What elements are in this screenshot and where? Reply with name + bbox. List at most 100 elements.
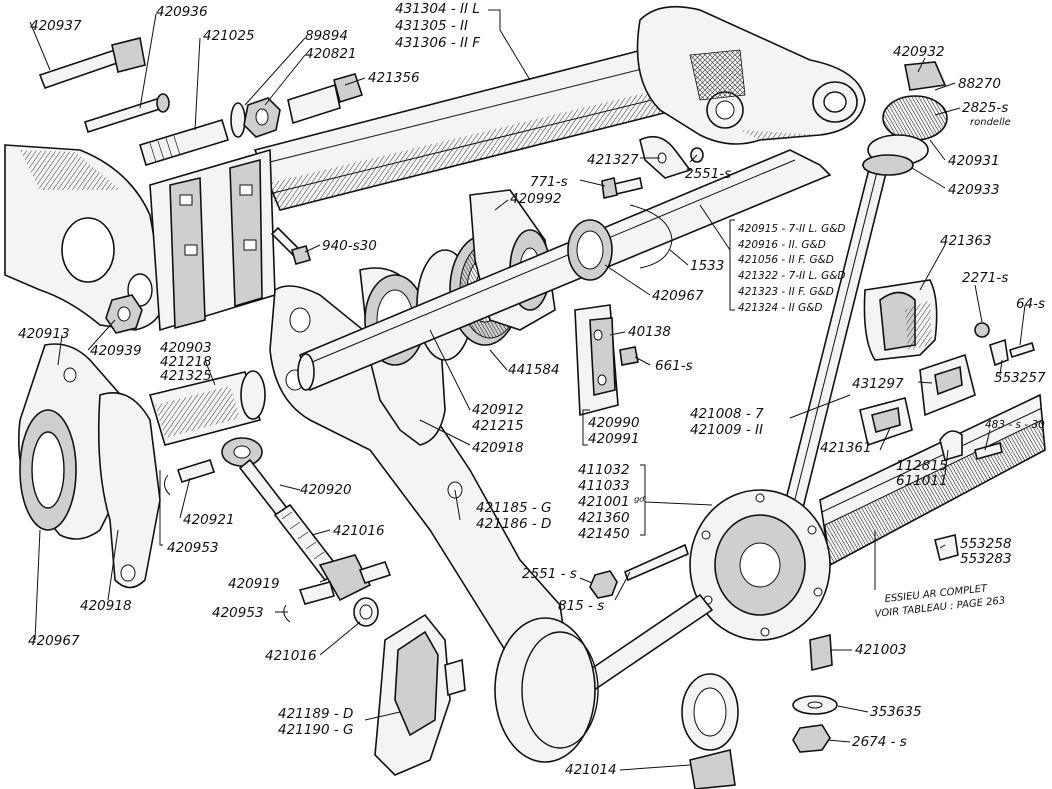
washer-353635 xyxy=(792,695,838,715)
label-421361: 421361 xyxy=(820,440,872,456)
label-421190: 421190 - G xyxy=(278,722,353,738)
hub-flange-411032 xyxy=(689,489,831,641)
label-420918-b: 420918 xyxy=(80,598,132,614)
label-420937: 420937 xyxy=(30,18,82,34)
label-421325: 421325 xyxy=(160,368,212,384)
label-771-s: 771-s xyxy=(530,174,568,190)
label-420915: 420915 - 7-II L. G&D xyxy=(738,223,845,235)
label-2271-s: 2271-s xyxy=(962,270,1008,286)
label-420936: 420936 xyxy=(156,4,208,20)
label-420920: 420920 xyxy=(300,482,352,498)
chassis-frame-left xyxy=(4,144,166,331)
label-421025: 421025 xyxy=(203,28,255,44)
label-420953-a: 420953 xyxy=(167,540,219,556)
label-421215: 421215 xyxy=(472,418,524,434)
bolt-940-s30 xyxy=(270,226,311,265)
label-2674-s: 2674 - s xyxy=(852,734,907,750)
bracket-421361 xyxy=(859,397,913,447)
label-1533: 1533 xyxy=(690,258,724,274)
bolt-420936 xyxy=(84,93,170,134)
seal-ring-420967 xyxy=(567,219,613,281)
label-112815: 112815 xyxy=(896,458,948,474)
bump-stop-421363 xyxy=(863,279,938,361)
steering-arm-420918-left xyxy=(97,391,161,589)
label-421003: 421003 xyxy=(855,642,907,658)
nut-2271-s xyxy=(974,322,990,338)
label-421218: 421218 xyxy=(160,354,212,370)
label-940-s30: 940-s30 xyxy=(322,238,377,254)
shock-top-mount xyxy=(862,61,948,176)
clip-553258 xyxy=(934,534,959,561)
nut-420939 xyxy=(105,294,143,334)
label-815-s: 815 - s xyxy=(558,598,604,614)
label-421056: 421056 - II F. G&D xyxy=(738,254,834,266)
label-421360: 421360 xyxy=(578,510,630,526)
label-483-s-30: 483 - s - 30 xyxy=(985,419,1045,431)
label-420953-b: 420953 xyxy=(212,605,264,621)
label-2825-s: 2825-s xyxy=(962,100,1008,116)
stud-421025 xyxy=(139,119,229,166)
label-421324: 421324 - II G&D xyxy=(738,302,823,314)
label-441584: 441584 xyxy=(508,362,560,378)
label-rondelle: rondelle xyxy=(970,117,1011,128)
clip-553257 xyxy=(989,338,1009,367)
brake-boot xyxy=(681,673,739,789)
label-420990: 420990 xyxy=(588,415,640,431)
clip-420953-b xyxy=(283,604,291,623)
lock-plate-421327 xyxy=(639,135,692,179)
leader-lines xyxy=(29,9,1026,771)
label-420921: 420921 xyxy=(183,512,235,528)
plate-420990 xyxy=(574,304,639,417)
label-661-s: 661-s xyxy=(655,358,693,374)
stud-815-s xyxy=(623,543,689,582)
label-420967-b: 420967 xyxy=(28,633,80,649)
label-431306: 431306 - II F xyxy=(395,35,480,51)
label-421016-a: 421016 xyxy=(333,523,385,539)
pin-420921 xyxy=(176,459,216,483)
label-64-s: 64-s xyxy=(1016,296,1045,312)
bolt-483-s-30 xyxy=(974,442,1003,460)
tie-rod-clamp-420919 xyxy=(298,554,392,627)
label-421323: 421323 - II F. G&D xyxy=(738,286,834,298)
label-553283: 553283 xyxy=(960,551,1012,567)
label-353635: 353635 xyxy=(870,704,922,720)
bracket-431297 xyxy=(919,353,976,417)
label-420919: 420919 xyxy=(228,576,280,592)
label-420931: 420931 xyxy=(948,153,1000,169)
label-421008: 421008 - 7 xyxy=(690,406,764,422)
label-2551-s-a: 2551-s xyxy=(685,166,731,182)
label-421356: 421356 xyxy=(368,70,420,86)
label-421009: 421009 - II xyxy=(690,422,763,438)
part-labels: 420937 420936 421025 89894 420821 421356… xyxy=(18,1,1046,778)
nut-2674-s xyxy=(792,724,831,753)
label-420912: 420912 xyxy=(472,402,524,418)
axle-tube xyxy=(253,34,737,211)
label-420939: 420939 xyxy=(90,343,142,359)
label-40138: 40138 xyxy=(628,324,671,340)
label-421014: 421014 xyxy=(565,762,617,778)
label-421327: 421327 xyxy=(587,152,639,168)
label-431297: 431297 xyxy=(852,376,904,392)
label-553257: 553257 xyxy=(994,370,1046,386)
label-421450: 421450 xyxy=(578,526,630,542)
tie-rod-420920 xyxy=(221,437,342,582)
nut-420821 xyxy=(243,97,281,138)
label-611011: 611011 xyxy=(896,473,948,489)
label-89894: 89894 xyxy=(305,28,348,44)
label-420918-a: 420918 xyxy=(472,440,524,456)
label-421186: 421186 - D xyxy=(476,516,551,532)
u-bracket xyxy=(149,148,276,332)
bolt-420937 xyxy=(38,37,146,90)
label-431305: 431305 - II xyxy=(395,18,468,34)
axle-bracket-top xyxy=(636,5,866,145)
label-421189: 421189 - D xyxy=(278,706,353,722)
axle-shaft-420915 xyxy=(297,149,832,392)
bolt-64-s xyxy=(1009,341,1035,359)
label-420967-a: 420967 xyxy=(652,288,704,304)
label-88270: 88270 xyxy=(958,76,1001,92)
label-421185: 421185 - G xyxy=(476,500,551,516)
circlip-1533 xyxy=(629,204,673,269)
label-411033: 411033 xyxy=(578,478,630,494)
washer-89894 xyxy=(230,102,246,138)
